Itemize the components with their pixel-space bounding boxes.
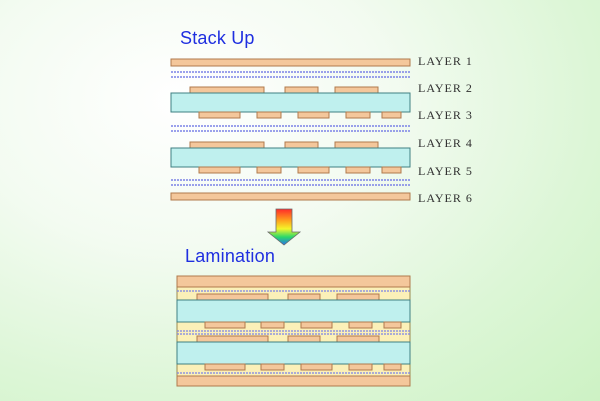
- layer-label-3: LAYER 3: [418, 108, 473, 122]
- lam-core1-bottom-traces: [204, 321, 402, 329]
- lam-core2-top-traces: [196, 335, 380, 343]
- core-1: [170, 92, 411, 113]
- prepreg-sheet-2: [171, 125, 410, 132]
- layer-label-4: LAYER 4: [418, 136, 473, 150]
- layer1-foil: [170, 58, 411, 67]
- lam-layer6-foil: [176, 375, 411, 387]
- prepreg-sheet-3: [171, 179, 410, 186]
- stack-up-title: Stack Up: [180, 28, 255, 48]
- lam-core2-bottom-traces: [204, 363, 402, 371]
- lamination-title: Lamination: [185, 246, 276, 266]
- lamination-group: [176, 275, 411, 387]
- core2-bottom-traces: [198, 166, 402, 174]
- lam-layer1-foil: [176, 275, 411, 288]
- lam-core-2: [176, 341, 411, 365]
- prepreg-sheet-1: [171, 71, 410, 78]
- core2-top-traces: [189, 141, 379, 149]
- layer-label-1: LAYER 1: [418, 54, 473, 68]
- lam-core1-top-traces: [196, 293, 380, 301]
- layer-label-2: LAYER 2: [418, 81, 473, 95]
- core1-top-traces: [189, 86, 379, 94]
- down-arrow-icon: [266, 208, 302, 246]
- core-2: [170, 147, 411, 168]
- stack-up-group: [170, 58, 411, 201]
- layer-label-6: LAYER 6: [418, 191, 473, 205]
- lam-core-1: [176, 299, 411, 323]
- layer6-foil: [170, 192, 411, 201]
- core1-bottom-traces: [198, 111, 402, 119]
- layer-label-5: LAYER 5: [418, 164, 473, 178]
